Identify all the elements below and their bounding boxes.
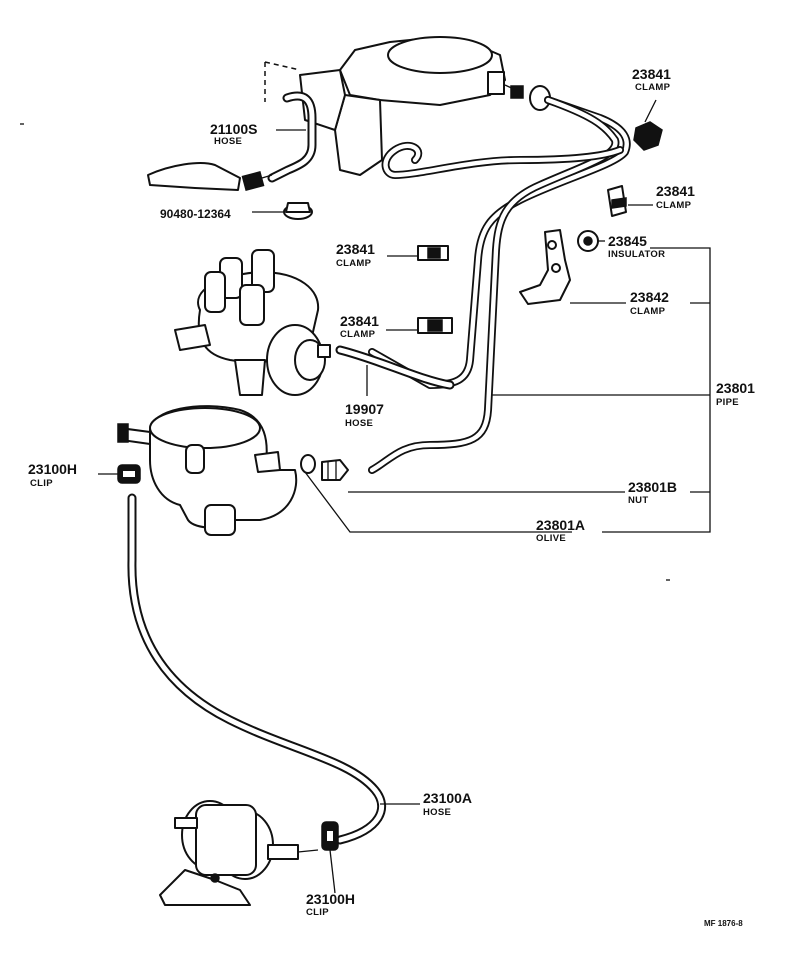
svg-text:23841: 23841 <box>632 66 671 82</box>
olive-23801a <box>300 454 316 474</box>
svg-text:23801B: 23801B <box>628 479 677 495</box>
svg-text:HOSE: HOSE <box>345 418 373 429</box>
callout-23100h-top: 23100H CLIP <box>28 461 77 489</box>
svg-text:MF 1876-8: MF 1876-8 <box>704 919 743 928</box>
callout-23841-mid2: 23841 CLAMP <box>340 313 379 340</box>
svg-text:CLAMP: CLAMP <box>635 82 671 93</box>
clip-23100h-bottom <box>321 821 339 851</box>
clamp-23841-mid1 <box>417 245 449 261</box>
svg-text:PIPE: PIPE <box>716 397 739 408</box>
callout-23841-top: 23841 CLAMP <box>632 66 671 93</box>
callout-19907: 19907 HOSE <box>345 401 384 429</box>
bracket-fitting <box>147 162 273 192</box>
svg-text:INSULATOR: INSULATOR <box>608 249 665 260</box>
svg-text:CLAMP: CLAMP <box>336 258 372 269</box>
svg-text:23841: 23841 <box>340 313 379 329</box>
svg-text:23100H: 23100H <box>28 461 77 477</box>
svg-text:23841: 23841 <box>656 183 695 199</box>
svg-text:NUT: NUT <box>628 495 648 506</box>
svg-text:CLAMP: CLAMP <box>340 329 376 340</box>
pipe-23801 <box>368 96 631 474</box>
leader-lines <box>98 99 711 894</box>
svg-text:23845: 23845 <box>608 233 647 249</box>
clip-23100h-top <box>117 464 141 484</box>
callout-23100h-bottom: 23100H CLIP <box>306 891 355 918</box>
svg-text:OLIVE: OLIVE <box>536 533 566 544</box>
callout-23801a: 23801A OLIVE <box>536 517 585 544</box>
callout-23801: 23801 PIPE <box>716 380 755 408</box>
clamp-23841-mid2 <box>417 317 453 334</box>
callout-23841-right: 23841 CLAMP <box>656 183 695 211</box>
fuel-filter <box>159 800 319 906</box>
clamp-23841-top <box>633 121 663 151</box>
grommet-90480-12364 <box>283 202 313 220</box>
callout-90480-12364: 90480-12364 <box>160 207 231 221</box>
bracket-23842 <box>519 229 571 305</box>
callout-23841-mid1: 23841 CLAMP <box>336 241 375 269</box>
svg-text:23100A: 23100A <box>423 790 472 806</box>
svg-text:CLAMP: CLAMP <box>630 306 666 317</box>
svg-text:CLIP: CLIP <box>30 478 53 489</box>
hose-19907 <box>335 345 455 390</box>
distributor <box>174 249 331 396</box>
svg-text:90480-12364: 90480-12364 <box>160 207 231 221</box>
hose-21100s <box>267 91 317 183</box>
callout-23801b: 23801B NUT <box>628 479 677 506</box>
callout-23100a: 23100A HOSE <box>423 790 472 818</box>
callout-21100s: 21100S HOSE <box>210 121 258 147</box>
clamp-23841-right <box>607 185 627 217</box>
svg-text:23801A: 23801A <box>536 517 585 533</box>
callout-23842: 23842 CLAMP <box>630 289 669 317</box>
svg-text:23841: 23841 <box>336 241 375 257</box>
svg-text:HOSE: HOSE <box>214 136 242 147</box>
svg-text:21100S: 21100S <box>210 121 258 137</box>
svg-text:CLAMP: CLAMP <box>656 200 692 211</box>
svg-text:CLIP: CLIP <box>306 907 329 918</box>
callout-23845: 23845 INSULATOR <box>608 233 665 260</box>
svg-text:23100H: 23100H <box>306 891 355 907</box>
diagram-code: MF 1876-8 <box>704 919 743 928</box>
svg-text:19907: 19907 <box>345 401 384 417</box>
hose-23100a <box>127 493 387 845</box>
svg-text:23801: 23801 <box>716 380 755 396</box>
nut-23801b <box>321 459 349 481</box>
svg-text:HOSE: HOSE <box>423 807 451 818</box>
svg-text:23842: 23842 <box>630 289 669 305</box>
fuel-pump <box>117 405 298 536</box>
insulator-23845 <box>577 230 599 252</box>
